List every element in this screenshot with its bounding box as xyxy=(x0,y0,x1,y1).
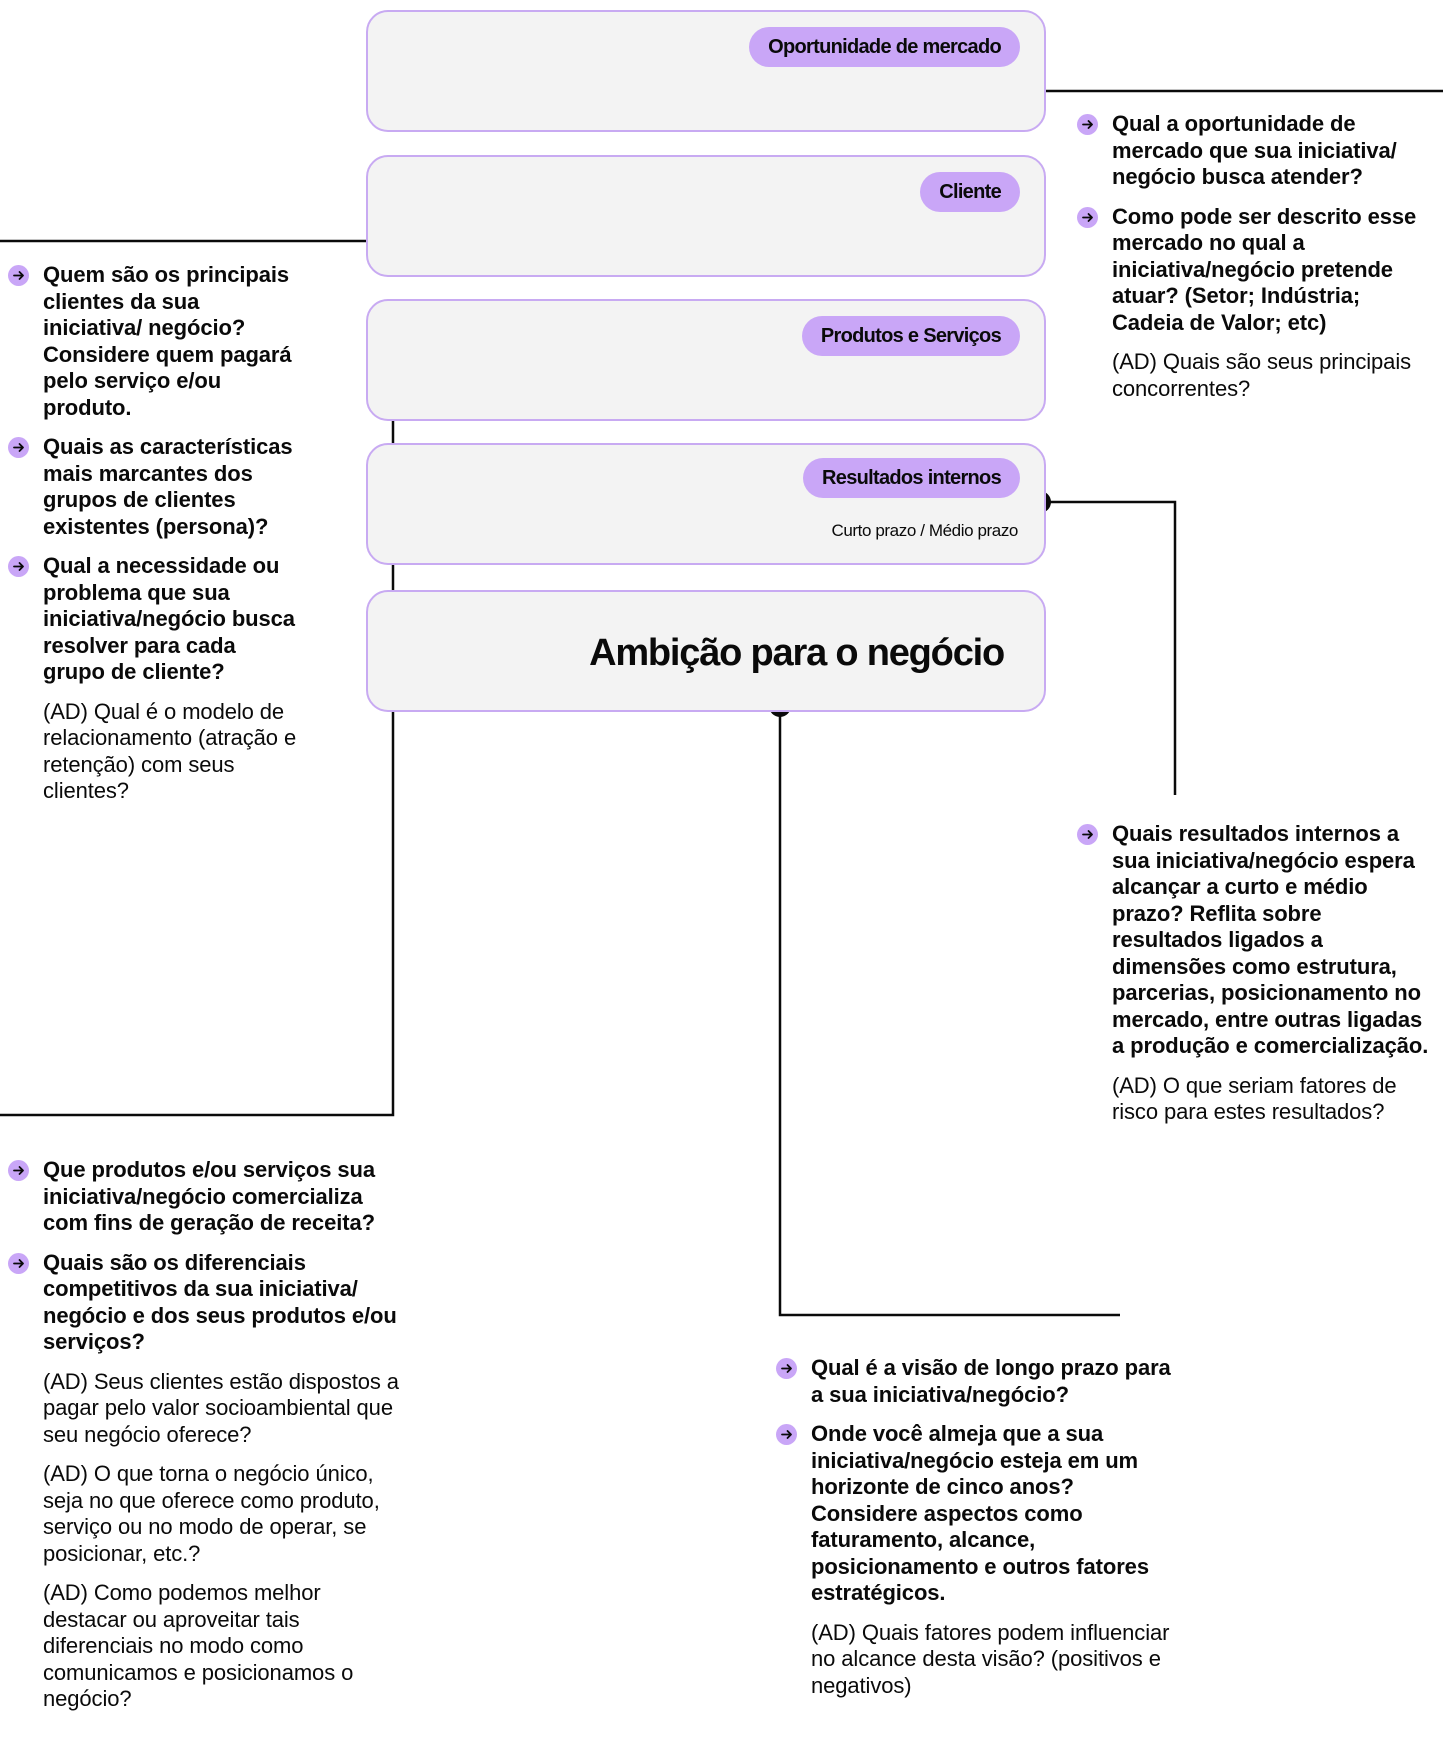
ad-note: (AD) Qual é o modelo de relacionamento (… xyxy=(43,698,297,804)
ad-note: (AD) Seus clientes estão dispostos a pag… xyxy=(43,1368,399,1447)
question-item: Quais são os diferenciais competitivos d… xyxy=(8,1250,408,1356)
pill-produtos-e-servicos: Produtos e Serviços xyxy=(801,316,1020,356)
question-text: Onde você almeja que a sua iniciativa/ne… xyxy=(811,1421,1149,1605)
connector-ambicao xyxy=(778,706,1120,1317)
card-produtos-e-servicos: Produtos e Serviços xyxy=(366,299,1046,421)
question-item: Quais as características mais marcantes … xyxy=(8,434,298,540)
ad-note: (AD) Quais são seus principais concorren… xyxy=(1112,349,1412,401)
card-ambicao-para-o-negocio: Ambição para o negócio xyxy=(366,590,1046,712)
question-item: Quem são os principais clientes da sua i… xyxy=(8,262,298,421)
arrow-right-circle-icon xyxy=(1077,824,1098,845)
connector-resultados xyxy=(1040,500,1177,795)
arrow-right-circle-icon xyxy=(776,1358,797,1379)
pill-oportunidade-de-mercado: Oportunidade de mercado xyxy=(749,27,1020,67)
ambicao-questions: Qual é a visão de longo prazo para a sua… xyxy=(776,1355,1176,1712)
ad-note: (AD) Quais fatores podem influenciar no … xyxy=(811,1619,1170,1698)
arrow-right-circle-icon xyxy=(1077,114,1098,135)
question-item: Qual a necessidade ou problema que sua i… xyxy=(8,553,298,686)
pill-cliente: Cliente xyxy=(920,172,1020,212)
ad-note: (AD) Como podemos melhor destacar ou apr… xyxy=(43,1580,354,1711)
question-item: Qual é a visão de longo prazo para a sua… xyxy=(776,1355,1176,1408)
question-text: Qual é a visão de longo prazo para a sua… xyxy=(811,1355,1171,1407)
arrow-right-circle-icon xyxy=(8,265,29,286)
arrow-right-circle-icon xyxy=(8,1252,29,1274)
card-resultados-internos: Resultados internos Curto prazo / Médio … xyxy=(366,443,1046,565)
question-item: Quais resultados internos a sua iniciati… xyxy=(1077,821,1437,1060)
arrow-right-circle-icon xyxy=(8,1160,29,1181)
resultados-sublabel: Curto prazo / Médio prazo xyxy=(831,521,1018,540)
pill-resultados-internos: Resultados internos xyxy=(803,458,1020,498)
resultados-questions: Quais resultados internos a sua iniciati… xyxy=(1077,821,1437,1139)
card-cliente: Cliente xyxy=(366,155,1046,277)
question-text: Quais são os diferenciais competitivos d… xyxy=(43,1249,397,1355)
question-item: Como pode ser descrito esse mercado no q… xyxy=(1077,204,1437,337)
question-item: Que produtos e/ou serviços sua iniciativ… xyxy=(8,1157,408,1237)
question-text: Quais as características mais marcantes … xyxy=(43,434,293,539)
arrow-right-circle-icon xyxy=(1077,206,1098,228)
question-text: Qual a necessidade ou problema que sua i… xyxy=(43,553,295,684)
ad-note: (AD) O que seriam fatores de risco para … xyxy=(1112,1072,1397,1125)
cliente-questions: Quem são os principais clientes da sua i… xyxy=(8,262,298,818)
ad-note: (AD) O que torna o negócio único, seja n… xyxy=(43,1461,380,1566)
arrow-right-circle-icon xyxy=(8,437,29,458)
produtos-questions: Que produtos e/ou serviços sua iniciativ… xyxy=(8,1157,408,1726)
oportunidade-questions: Qual a oportunidade de mercado que sua i… xyxy=(1077,111,1437,415)
arrow-right-circle-icon xyxy=(8,556,29,577)
ambicao-title: Ambição para o negócio xyxy=(589,632,1005,674)
question-item: Onde você almeja que a sua iniciativa/ne… xyxy=(776,1421,1176,1607)
question-text: Qual a oportunidade de mercado que sua i… xyxy=(1112,111,1397,189)
question-text: Quais resultados internos a sua iniciati… xyxy=(1112,821,1429,1058)
question-text: Como pode ser descrito esse mercado no q… xyxy=(1112,203,1417,335)
arrow-right-circle-icon xyxy=(776,1424,797,1445)
question-item: Qual a oportunidade de mercado que sua i… xyxy=(1077,111,1437,191)
card-oportunidade-de-mercado: Oportunidade de mercado xyxy=(366,10,1046,132)
question-text: Que produtos e/ou serviços sua iniciativ… xyxy=(43,1157,375,1235)
question-text: Quem são os principais clientes da sua i… xyxy=(43,262,292,420)
